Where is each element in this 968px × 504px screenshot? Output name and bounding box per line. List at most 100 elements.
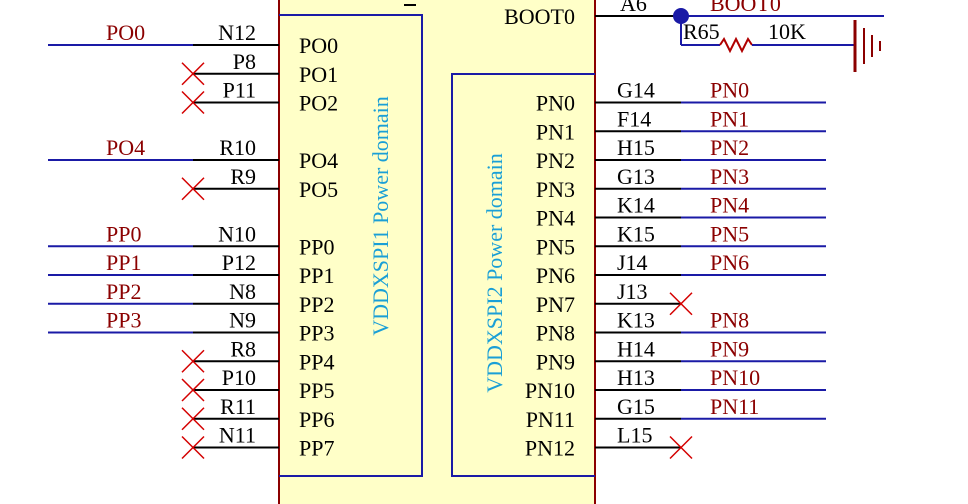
ball-label-pp6: R11 [220,394,256,419]
signal-label-po1: PO1 [299,62,338,87]
signal-label-pn6: PN6 [536,263,575,288]
net-label-pp0: PP0 [106,221,141,246]
ball-label-pn2: H15 [617,135,655,160]
domain-box-left [279,14,423,477]
net-label-pn1: PN1 [710,106,749,131]
boot-signal-label: BOOT0 [504,4,575,29]
ball-label-pp0: N10 [218,221,256,246]
signal-label-pn4: PN4 [536,206,575,231]
domain-box-right [451,73,595,477]
ball-label-pn12: L15 [617,423,652,448]
no-connect-pp5 [181,378,205,402]
signal-label-po5: PO5 [299,177,338,202]
ball-label-pn6: J14 [617,250,648,275]
ball-label-pn8: K13 [617,308,655,333]
signal-label-pn8: PN8 [536,321,575,346]
net-label-pn5: PN5 [710,221,749,246]
boot-net-label: BOOT0 [710,0,781,16]
signal-label-pn1: PN1 [536,119,575,144]
resistor-value-label: 10K [768,19,806,44]
signal-label-pn10: PN10 [525,378,575,403]
signal-label-pn2: PN2 [536,148,575,173]
domain-label-vddxspi1: VDDXSPI1 Power domain [368,96,393,336]
ball-label-pn7: J13 [617,279,648,304]
signal-label-pn12: PN12 [525,436,575,461]
net-label-pn4: PN4 [710,193,749,218]
signal-label-pp5: PP5 [299,378,334,403]
net-label-pp2: PP2 [106,279,141,304]
resistor-ref-label: R65 [683,19,720,44]
no-connect-po2 [181,90,205,115]
no-connect-pp4 [181,349,205,373]
domain-label-vddxspi2: VDDXSPI2 Power domain [482,153,507,393]
net-label-pp1: PP1 [106,250,141,275]
ball-label-pp7: N11 [219,423,256,448]
signal-label-pn5: PN5 [536,234,575,259]
net-label-pn3: PN3 [710,164,749,189]
signal-label-pn3: PN3 [536,177,575,202]
ball-label-po2: P11 [223,78,256,103]
no-connect-pn7 [669,292,693,316]
signal-label-pn7: PN7 [536,292,575,317]
signal-label-pn0: PN0 [536,91,575,116]
net-label-po4: PO4 [106,135,145,160]
ball-label-pn1: F14 [617,106,651,131]
right-pin-group: G14PN0PN0F14PN1PN1H15PN2PN2G13PN3PN3K14P… [525,78,826,461]
ball-label-pp3: N9 [229,308,256,333]
ball-label-pn0: G14 [617,78,655,103]
ball-label-pp1: P12 [222,250,256,275]
ball-label-po0: N12 [218,20,256,45]
signal-label-pp1: PP1 [299,263,334,288]
signal-label-po4: PO4 [299,148,338,173]
no-connect-pp7 [181,435,205,460]
ball-label-pn10: H13 [617,365,655,390]
ball-label-po1: P8 [233,49,256,74]
net-label-pn11: PN11 [710,394,759,419]
ball-label-pn11: G15 [617,394,655,419]
net-label-pn6: PN6 [710,250,749,275]
ball-label-pn5: K15 [617,221,655,246]
net-label-pn2: PN2 [710,135,749,160]
ball-label-pp4: R8 [230,336,256,361]
net-label-pn9: PN9 [710,336,749,361]
ball-label-pn9: H14 [617,336,655,361]
signal-label-po2: PO2 [299,91,338,116]
ic-body [278,0,596,504]
ball-label-pp5: P10 [222,365,256,390]
ball-label-po5: R9 [230,164,256,189]
no-connect-po1 [181,62,205,86]
signal-label-pp0: PP0 [299,234,334,259]
signal-label-pp7: PP7 [299,436,334,461]
no-connect-pn12 [669,435,693,460]
signal-label-pn11: PN11 [526,407,575,432]
no-connect-po5 [181,177,205,201]
signal-label-pp2: PP2 [299,292,334,317]
signal-label-po0: PO0 [299,33,338,58]
net-label-pn8: PN8 [710,308,749,333]
net-label-pn0: PN0 [710,78,749,103]
no-connect-pp6 [181,407,205,431]
signal-label-pp4: PP4 [299,349,334,374]
ball-label-pn3: G13 [617,164,655,189]
